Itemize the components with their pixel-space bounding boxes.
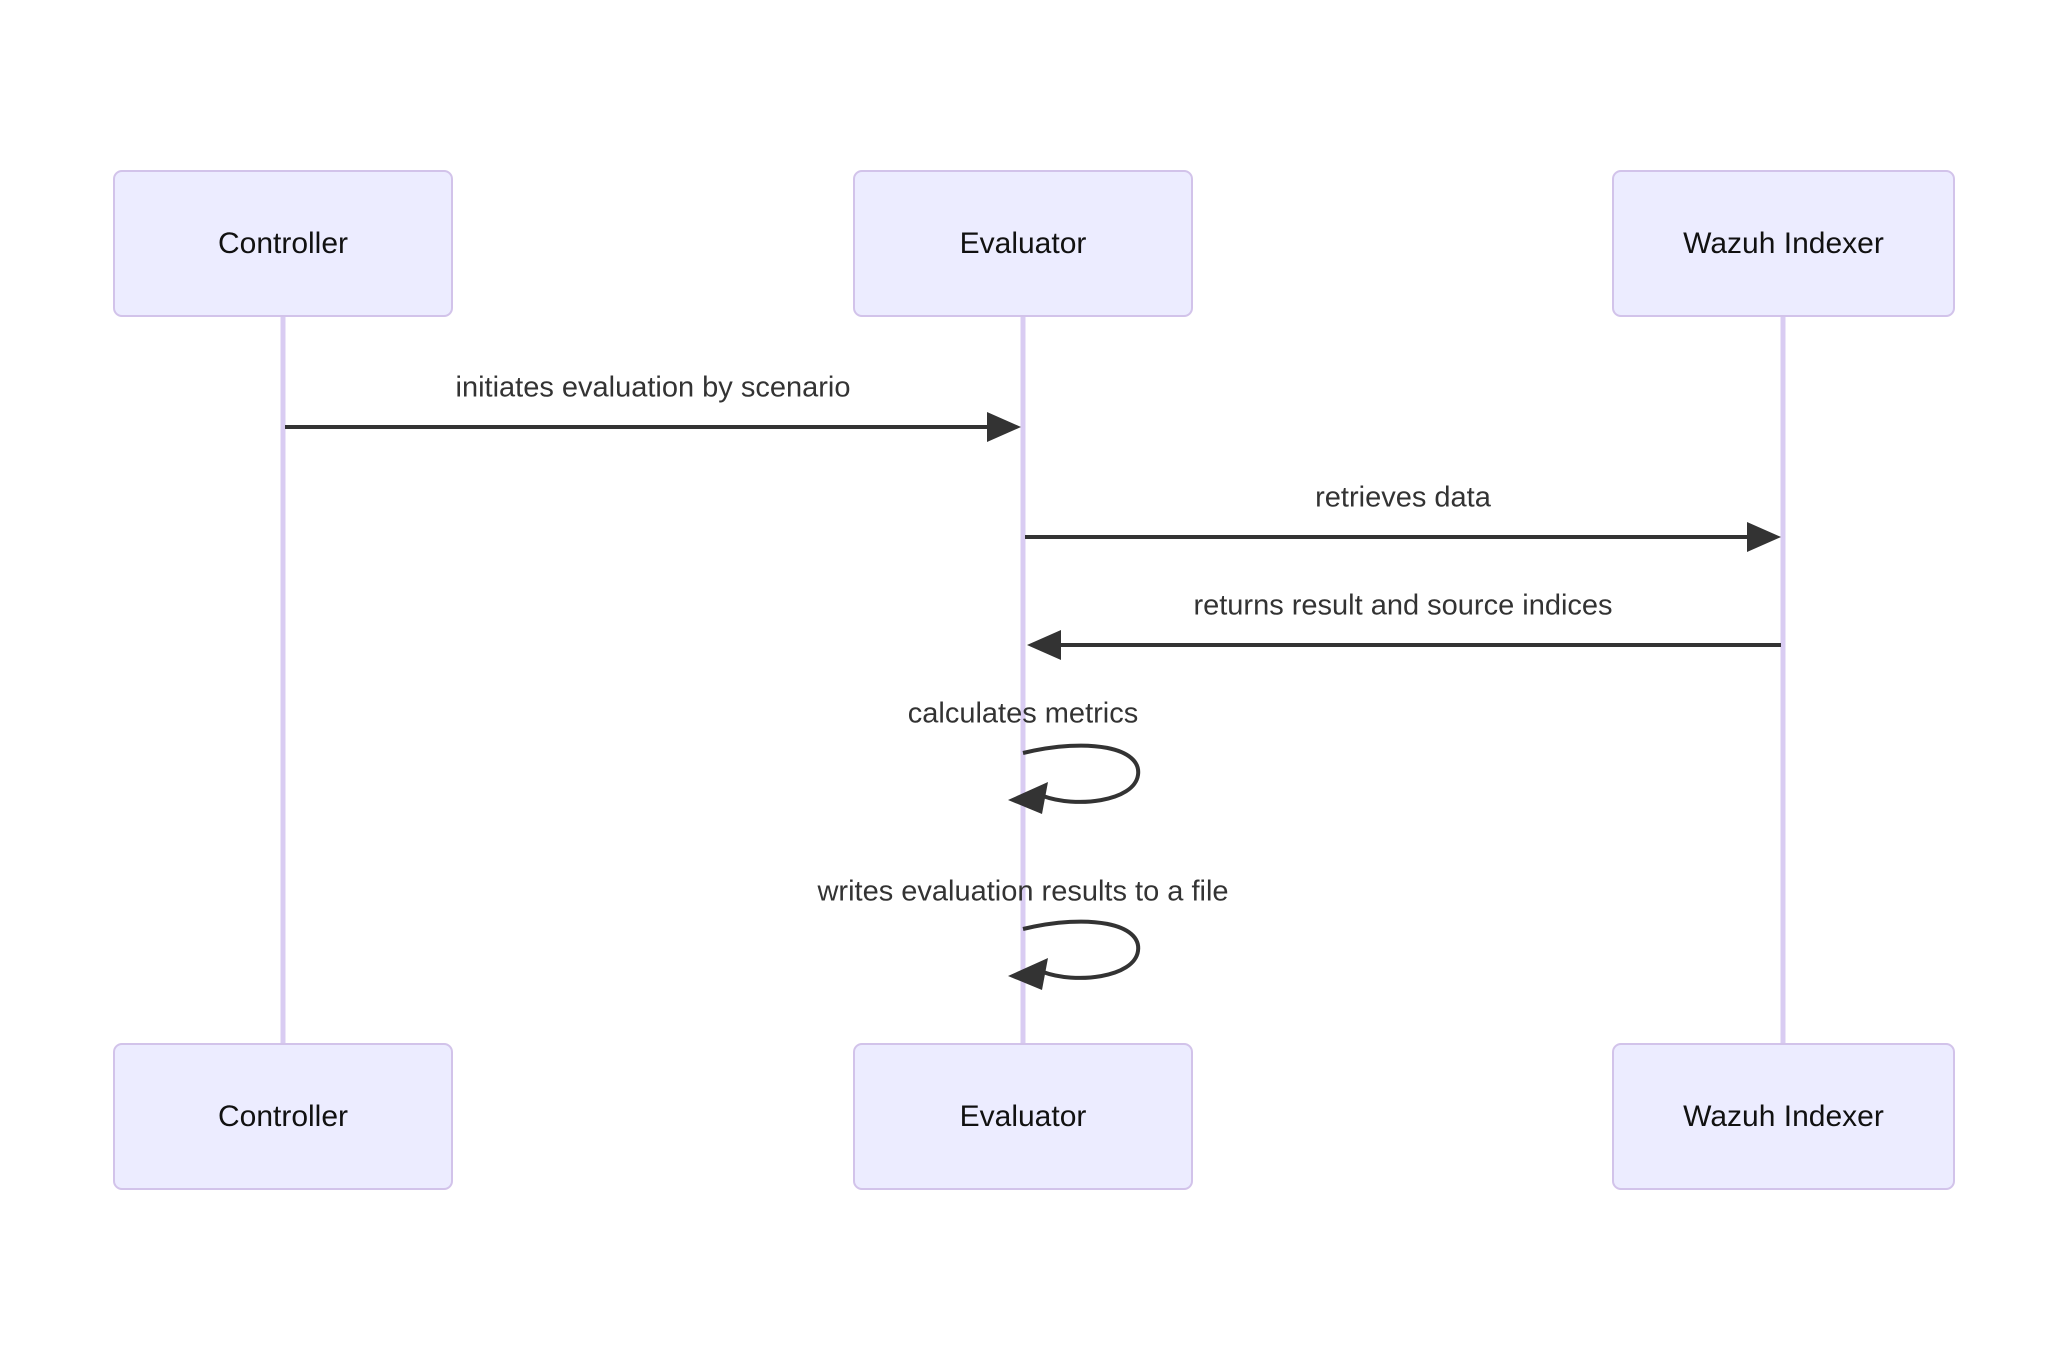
self-loop-writes-results bbox=[1022, 919, 1141, 980]
actor-box-controller-top: Controller bbox=[113, 170, 453, 317]
actor-label: Wazuh Indexer bbox=[1683, 1099, 1884, 1133]
actor-box-controller-bottom: Controller bbox=[113, 1043, 453, 1190]
actor-label: Wazuh Indexer bbox=[1683, 226, 1884, 260]
actor-box-wazuh-indexer-bottom: Wazuh Indexer bbox=[1612, 1043, 1955, 1190]
actor-label: Evaluator bbox=[959, 1099, 1087, 1133]
arrowhead-left-icon bbox=[1008, 958, 1048, 990]
arrowhead-right-icon bbox=[1747, 522, 1781, 552]
arrowhead-right-icon bbox=[987, 412, 1021, 442]
actor-label: Evaluator bbox=[959, 226, 1087, 260]
actor-box-evaluator-bottom: Evaluator bbox=[853, 1043, 1193, 1190]
actor-box-evaluator-top: Evaluator bbox=[853, 170, 1193, 317]
arrowhead-left-icon bbox=[1027, 630, 1061, 660]
message-label-initiates-evaluation: initiates evaluation by scenario bbox=[455, 371, 851, 404]
actor-label: Controller bbox=[217, 226, 349, 260]
actor-label: Controller bbox=[217, 1099, 349, 1133]
message-label-calculates-metrics: calculates metrics bbox=[907, 697, 1139, 730]
self-loop-calculates-metrics bbox=[1022, 743, 1141, 804]
message-label-retrieves-data: retrieves data bbox=[1315, 481, 1491, 514]
message-label-returns-result: returns result and source indices bbox=[1193, 589, 1613, 622]
arrowhead-left-icon bbox=[1008, 782, 1048, 814]
message-label-writes-results: writes evaluation results to a file bbox=[817, 875, 1229, 908]
actor-box-wazuh-indexer-top: Wazuh Indexer bbox=[1612, 170, 1955, 317]
